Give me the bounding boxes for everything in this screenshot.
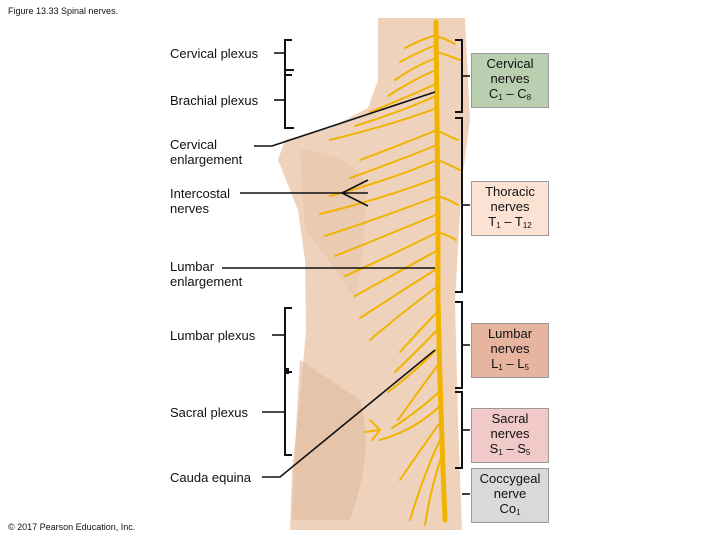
label-cervical-enlargement: Cervical enlargement bbox=[170, 137, 243, 167]
label-lumbar-plexus: Lumbar plexus bbox=[170, 328, 256, 343]
label-sacral-plexus: Sacral plexus bbox=[170, 405, 249, 420]
region-name-sacral: Sacral nerves bbox=[490, 411, 530, 441]
region-range-lumbar: L1 – L5 bbox=[491, 356, 529, 372]
region-box-cervical: Cervical nerves C1 – C8 bbox=[471, 53, 549, 108]
scapula-shadow bbox=[300, 150, 366, 300]
bracket-joint-mark bbox=[284, 368, 289, 374]
figure-caption: Figure 13.33 Spinal nerves. bbox=[8, 6, 119, 16]
label-cauda-equina: Cauda equina bbox=[170, 470, 251, 485]
spinal-cord bbox=[433, 19, 448, 523]
region-box-thoracic: Thoracic nerves T1 – T12 bbox=[471, 181, 549, 236]
left-brackets bbox=[284, 39, 294, 456]
region-name-thoracic: Thoracic nerves bbox=[485, 184, 535, 214]
region-name-cervical: Cervical nerves bbox=[486, 56, 534, 86]
label-brachial-plexus: Brachial plexus bbox=[170, 93, 259, 108]
region-box-coccygeal: Coccygeal nerve Co1 bbox=[471, 468, 549, 523]
copyright-notice: © 2017 Pearson Education, Inc. bbox=[8, 522, 136, 532]
region-range-thoracic: T1 – T12 bbox=[488, 214, 532, 230]
region-name-coccygeal: Coccygeal nerve bbox=[479, 471, 541, 501]
label-intercostal-nerves: Intercostal nerves bbox=[170, 186, 230, 216]
region-name-lumbar: Lumbar nerves bbox=[487, 326, 533, 356]
region-range-sacral: S1 – S5 bbox=[489, 441, 531, 457]
region-range-coccygeal: Co1 bbox=[499, 501, 521, 517]
label-cervical-plexus: Cervical plexus bbox=[170, 46, 259, 61]
body-shadow bbox=[292, 360, 366, 520]
region-box-lumbar: Lumbar nerves L1 – L5 bbox=[471, 323, 549, 378]
leader-lines bbox=[222, 52, 470, 495]
label-lumbar-enlargement: Lumbar enlargement bbox=[170, 259, 243, 289]
region-range-cervical: C1 – C8 bbox=[488, 86, 532, 102]
region-box-sacral: Sacral nerves S1 – S5 bbox=[471, 408, 549, 463]
